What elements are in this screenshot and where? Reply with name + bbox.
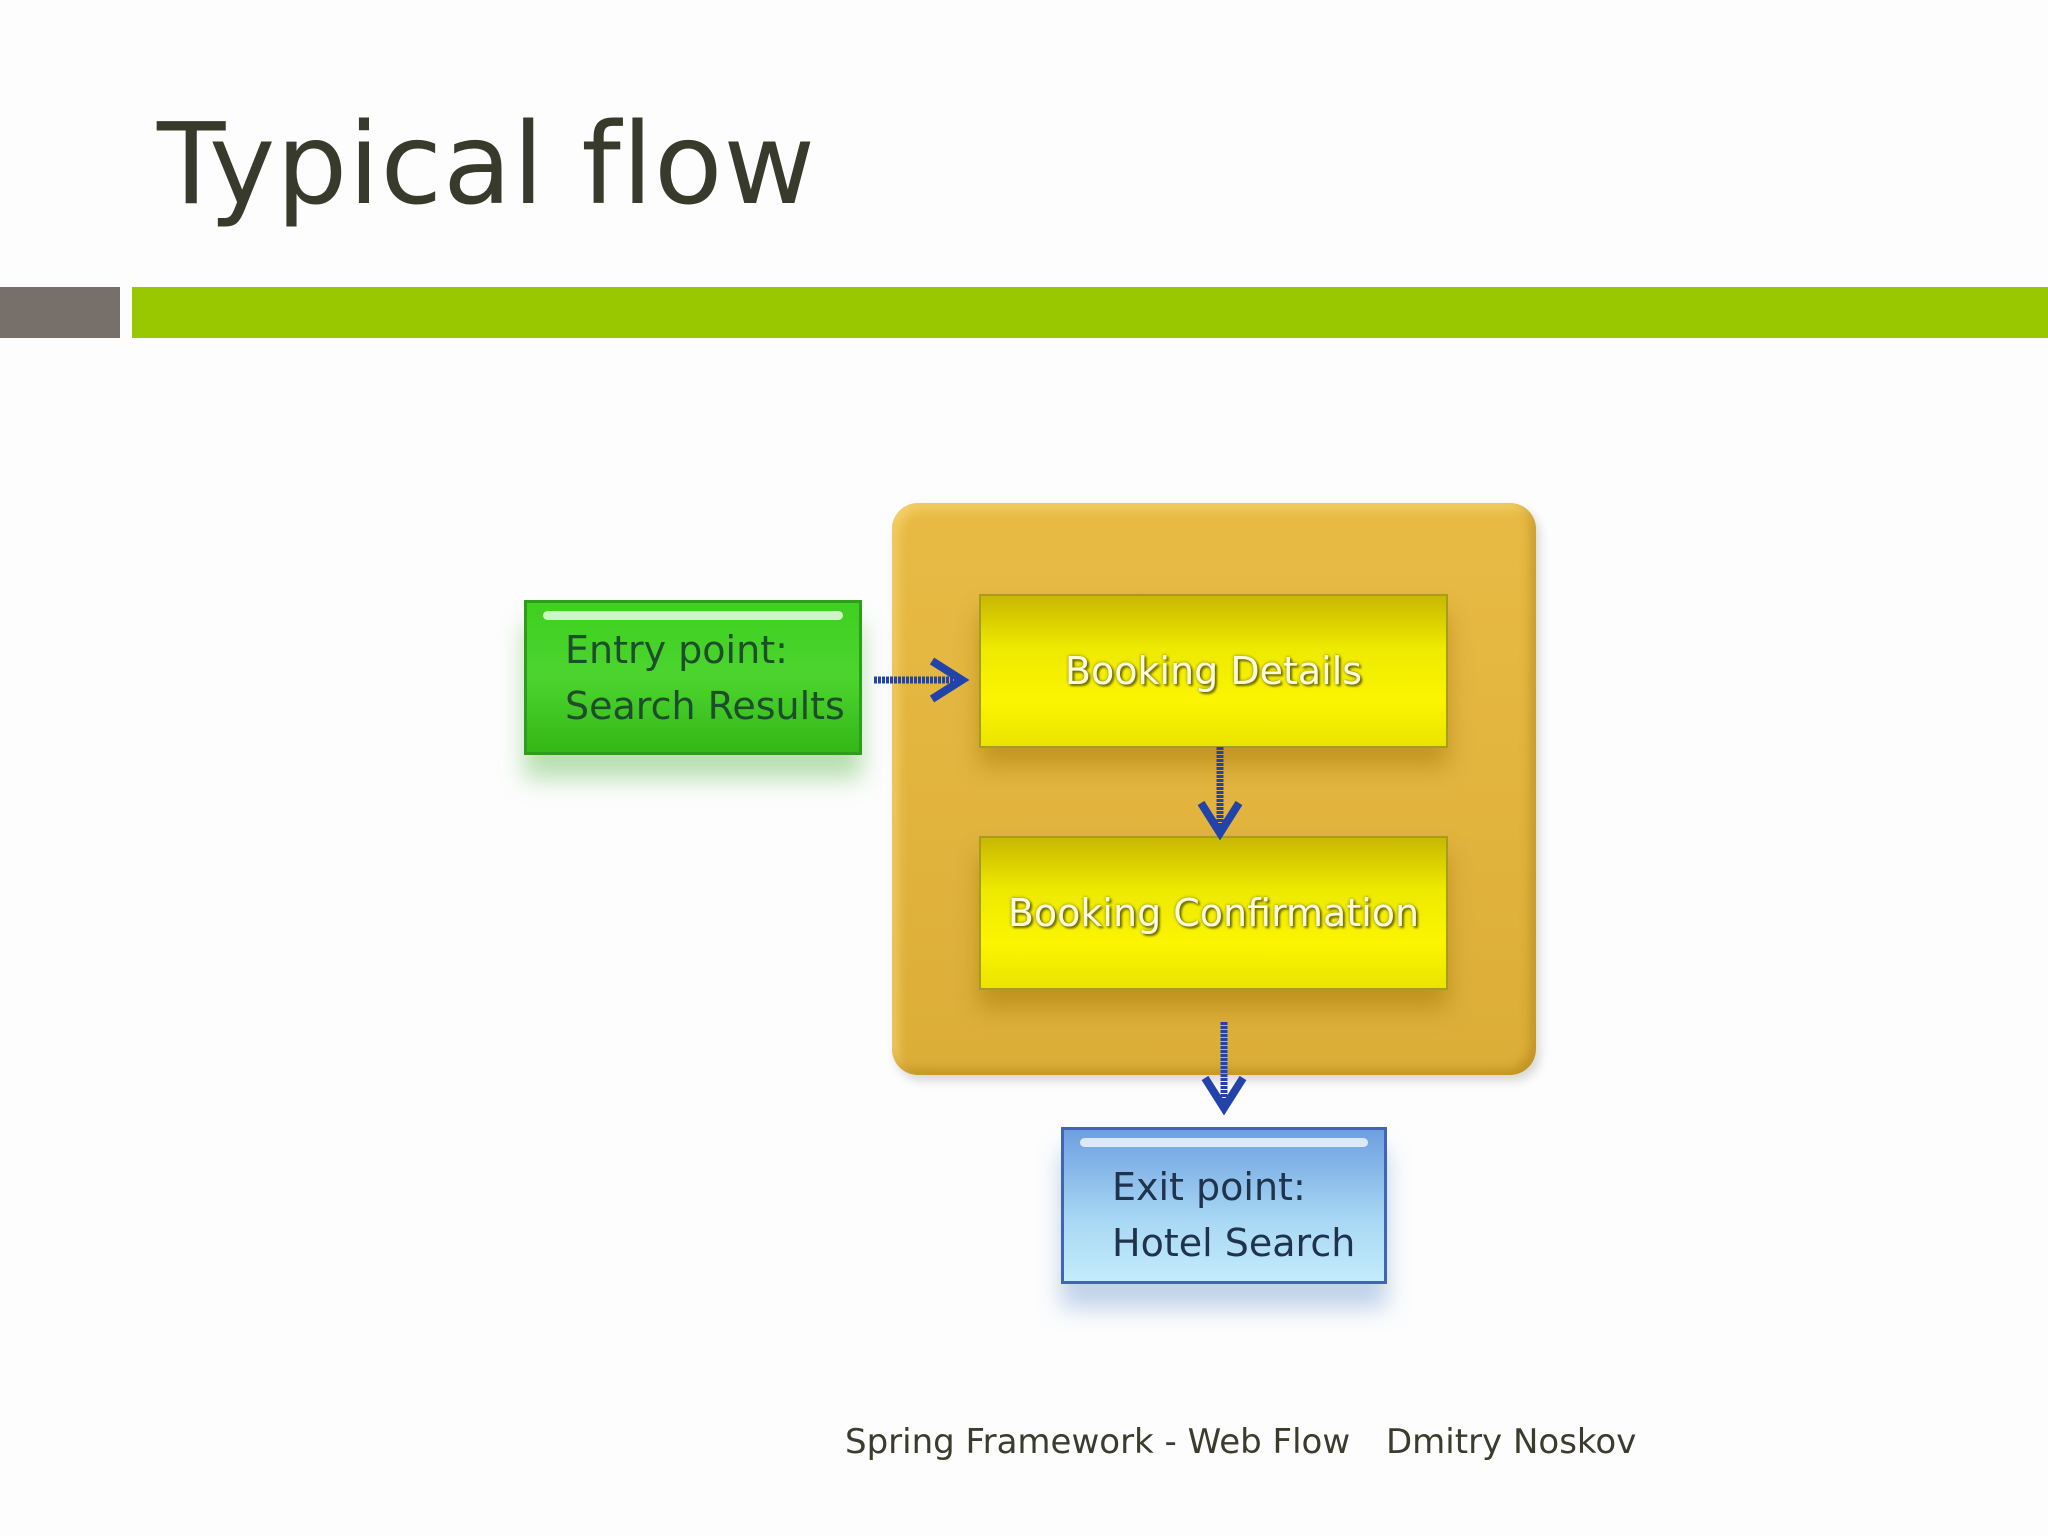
arrow-down-icon bbox=[1201, 1022, 1247, 1115]
state-booking-confirmation: Booking Confirmation bbox=[979, 836, 1448, 990]
exit-value: Hotel Search bbox=[1112, 1220, 1356, 1265]
exit-label: Exit point: bbox=[1112, 1164, 1306, 1209]
entry-point-box: Entry point: Search Results bbox=[524, 600, 862, 755]
footer-presentation-title: Spring Framework - Web Flow bbox=[845, 1422, 1351, 1462]
slide-title: Typical flow bbox=[157, 100, 817, 230]
arrow-right-icon bbox=[874, 657, 970, 703]
footer-author: Dmitry Noskov bbox=[1386, 1422, 1637, 1462]
entry-label: Entry point: bbox=[565, 627, 788, 672]
box-highlight bbox=[1080, 1138, 1368, 1147]
arrow-down-icon bbox=[1197, 747, 1243, 840]
state-booking-details: Booking Details bbox=[979, 594, 1448, 748]
state-label: Booking Details bbox=[1064, 649, 1363, 693]
exit-point-box: Exit point: Hotel Search bbox=[1061, 1127, 1387, 1284]
title-divider-gray bbox=[0, 287, 120, 338]
state-label: Booking Confirmation bbox=[1007, 891, 1420, 935]
title-divider-green bbox=[132, 287, 2048, 338]
entry-value: Search Results bbox=[565, 683, 845, 728]
box-highlight bbox=[543, 611, 843, 620]
